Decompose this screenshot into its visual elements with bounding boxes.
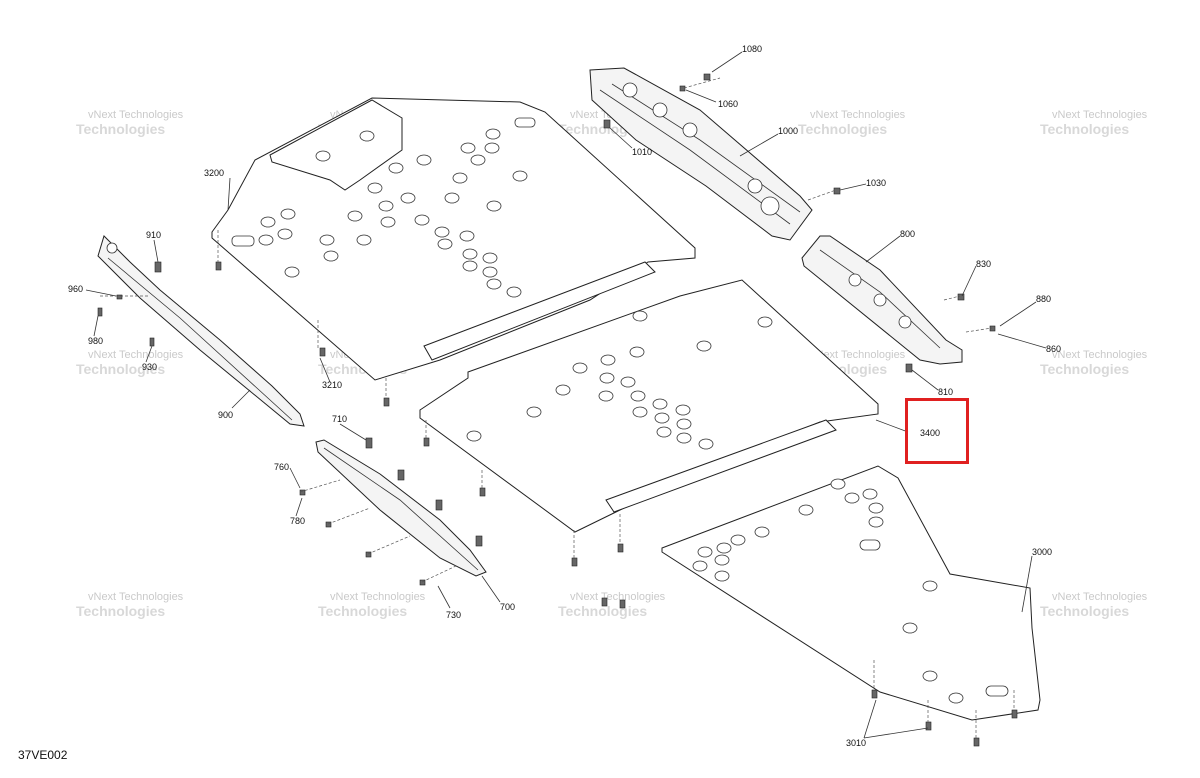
- callout-3210[interactable]: 3210: [322, 380, 342, 390]
- callout-1080[interactable]: 1080: [742, 44, 762, 54]
- watermark: Technologies: [76, 603, 165, 619]
- watermark: vNext Technologies: [1052, 349, 1148, 361]
- callout-3400[interactable]: 3400: [920, 428, 940, 438]
- watermark: Technologies: [798, 121, 887, 137]
- callout-700[interactable]: 700: [500, 602, 515, 612]
- watermark: vNext Technologies: [1052, 109, 1148, 121]
- watermark: Technologies: [76, 121, 165, 137]
- watermark: Technologies: [1040, 361, 1129, 377]
- part-3000-panel[interactable]: [661, 465, 1041, 721]
- part-3200-panel[interactable]: [211, 97, 696, 381]
- part-3400-panel[interactable]: [419, 279, 879, 533]
- watermark: vNext Technologies: [570, 591, 666, 603]
- callout-830[interactable]: 830: [976, 259, 991, 269]
- watermark: vNext Technologies: [1052, 591, 1148, 603]
- watermark: Technologies: [318, 603, 407, 619]
- callout-3000[interactable]: 3000: [1032, 547, 1052, 557]
- callout-labels: 1080 1060 1000 1010 1030 800 830 880 860…: [68, 44, 1061, 748]
- callout-880[interactable]: 880: [1036, 294, 1051, 304]
- callout-1060[interactable]: 1060: [718, 99, 738, 109]
- watermark: vNext Technologies: [810, 349, 906, 361]
- watermark: Technologies: [1040, 121, 1129, 137]
- callout-980[interactable]: 980: [88, 336, 103, 346]
- callout-900[interactable]: 900: [218, 410, 233, 420]
- callout-1030[interactable]: 1030: [866, 178, 886, 188]
- callout-810[interactable]: 810: [938, 387, 953, 397]
- assembly-lines: [100, 77, 1015, 738]
- callout-1000[interactable]: 1000: [778, 126, 798, 136]
- highlight-box-3400: [905, 398, 969, 464]
- callout-3010[interactable]: 3010: [846, 738, 866, 748]
- watermark: vNext Technologies: [330, 591, 426, 603]
- callout-910[interactable]: 910: [146, 230, 161, 240]
- callout-800[interactable]: 800: [900, 229, 915, 239]
- callout-3200[interactable]: 3200: [204, 168, 224, 178]
- part-800-rail[interactable]: [801, 235, 963, 365]
- callout-760[interactable]: 760: [274, 462, 289, 472]
- watermark: vNext Technologies: [88, 109, 184, 121]
- part-1000-rail[interactable]: [589, 67, 813, 241]
- watermark: vNext Technologies: [810, 109, 906, 121]
- panel-holes: [692, 478, 964, 704]
- watermark: vNext Technologies: [88, 591, 184, 603]
- fasteners: [97, 73, 1018, 747]
- part-700-rail[interactable]: [315, 439, 487, 577]
- watermark: Technologies: [1040, 603, 1129, 619]
- leader-lines: [85, 51, 1047, 739]
- callout-930[interactable]: 930: [142, 362, 157, 372]
- callout-710[interactable]: 710: [332, 414, 347, 424]
- part-900-rail[interactable]: [97, 235, 305, 427]
- watermark: Technologies: [76, 361, 165, 377]
- callout-780[interactable]: 780: [290, 516, 305, 526]
- callout-960[interactable]: 960: [68, 284, 83, 294]
- watermark: vNext Technologies: [88, 349, 184, 361]
- callout-1010[interactable]: 1010: [632, 147, 652, 157]
- callout-730[interactable]: 730: [446, 610, 461, 620]
- panel-holes: [466, 310, 773, 450]
- callout-860[interactable]: 860: [1046, 344, 1061, 354]
- panel-holes: [258, 128, 528, 298]
- diagram-code: 37VE002: [18, 748, 68, 762]
